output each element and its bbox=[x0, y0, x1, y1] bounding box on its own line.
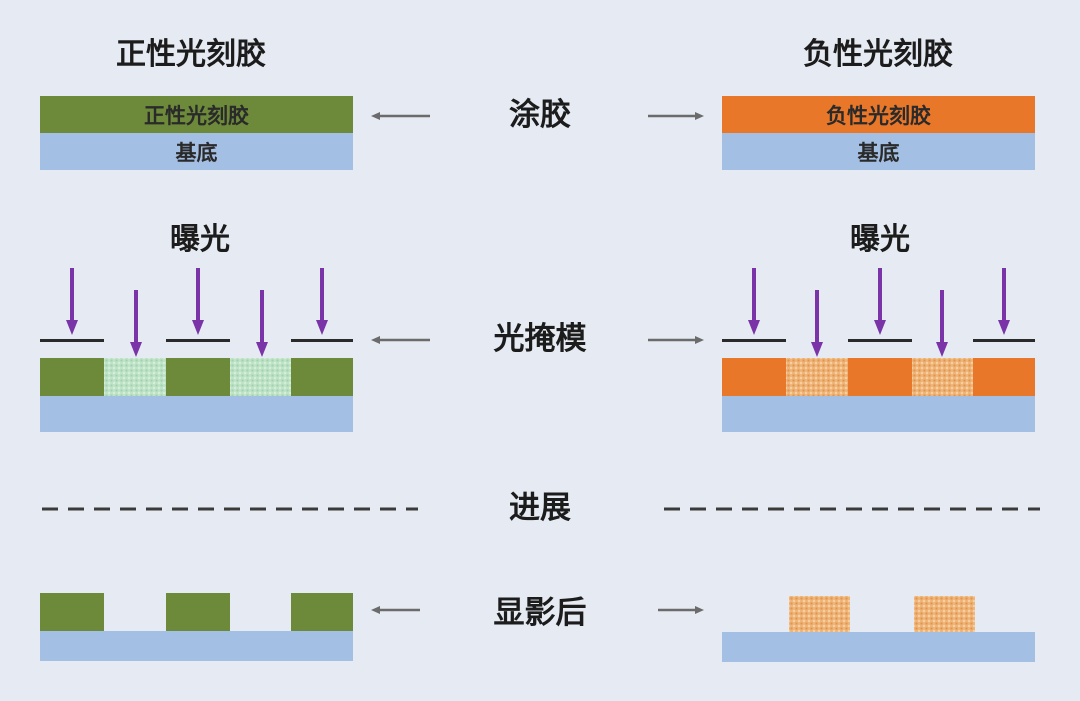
substrate-right: 基底 bbox=[722, 133, 1035, 170]
unexposed-negative-resist bbox=[973, 358, 1035, 396]
unexposed-negative-resist bbox=[848, 358, 912, 396]
substrate-left-developed bbox=[40, 631, 353, 661]
photomask-segment bbox=[166, 339, 230, 342]
negative-resist-title: 负性光刻胶 bbox=[803, 37, 953, 72]
after-development-label: 显影后 bbox=[493, 595, 587, 631]
substrate-left-exposure bbox=[40, 396, 353, 432]
negative-resist-layer: 负性光刻胶 bbox=[722, 96, 1035, 133]
coating-label: 涂胶 bbox=[509, 97, 571, 133]
photomask-segment bbox=[291, 339, 353, 342]
photomask-segment bbox=[848, 339, 912, 342]
substrate-right-exposure bbox=[722, 396, 1035, 432]
positive-resist-layer: 正性光刻胶 bbox=[40, 96, 353, 133]
unexposed-negative-resist bbox=[722, 358, 786, 396]
unexposed-positive-resist bbox=[166, 358, 230, 396]
progress-label: 进展 bbox=[509, 490, 571, 526]
remaining-positive-resist bbox=[291, 593, 353, 631]
exposed-negative-resist bbox=[912, 358, 973, 396]
remaining-negative-resist bbox=[914, 596, 975, 632]
exposure-label-left: 曝光 bbox=[170, 222, 230, 257]
positive-resist-title: 正性光刻胶 bbox=[116, 37, 266, 72]
remaining-negative-resist bbox=[789, 596, 850, 632]
unexposed-positive-resist bbox=[40, 358, 104, 396]
photomask-label: 光掩模 bbox=[493, 321, 587, 357]
substrate-left: 基底 bbox=[40, 133, 353, 170]
exposed-positive-resist bbox=[104, 358, 166, 396]
unexposed-positive-resist bbox=[291, 358, 353, 396]
photomask-segment bbox=[722, 339, 786, 342]
remaining-positive-resist bbox=[166, 593, 230, 631]
photomask-segment bbox=[40, 339, 104, 342]
substrate-right-developed bbox=[722, 632, 1035, 662]
exposure-label-right: 曝光 bbox=[850, 222, 910, 257]
exposed-negative-resist bbox=[786, 358, 848, 396]
photomask-segment bbox=[973, 339, 1035, 342]
remaining-positive-resist bbox=[40, 593, 104, 631]
exposed-positive-resist bbox=[230, 358, 291, 396]
